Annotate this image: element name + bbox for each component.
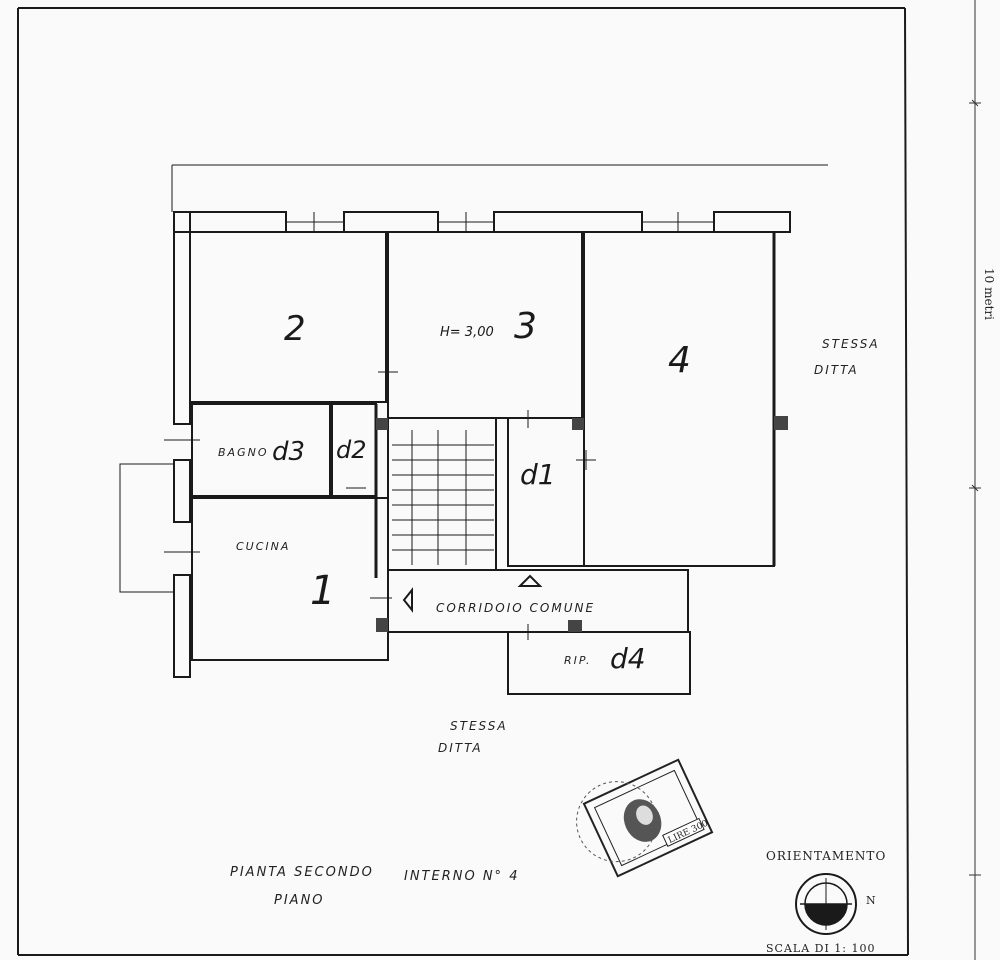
sheet-border [17, 7, 909, 956]
door-marks [346, 362, 596, 640]
neighbor-east-line1: STESSA [822, 337, 880, 351]
revenue-stamp-icon: LIRE 300 [576, 758, 714, 878]
scale-label: SCALA DI 1: 100 [766, 942, 876, 955]
corridoio-label: CORRIDOIO COMUNE [436, 601, 595, 615]
rip-label: RIP. [564, 654, 592, 667]
room-2-label: 2 [284, 309, 306, 349]
room-3-label: 3 [514, 306, 537, 347]
room-d2-label: d2 [336, 436, 367, 464]
scale-bar-label: 10 metri [982, 268, 996, 320]
scale-bar [969, 0, 981, 960]
room-d4-label: d4 [610, 642, 646, 675]
cucina-number: 1 [310, 568, 335, 614]
neighbor-east-line2: DITTA [814, 363, 859, 377]
room-d1-label: d1 [520, 458, 556, 491]
caption-line1-b: INTERNO N° 4 [404, 869, 519, 884]
room-4-label: 4 [668, 340, 691, 381]
neighbor-south-line2: DITTA [438, 741, 483, 755]
orientation-title: ORIENTAMENTO [766, 849, 886, 863]
bagno-label: BAGNO [218, 446, 268, 459]
caption-line2: PIANO [274, 893, 325, 908]
room-d3-label: d3 [272, 437, 305, 467]
stair-treads [392, 430, 494, 565]
corridor-arrows [402, 574, 543, 613]
caption-line1-a: PIANTA SECONDO [230, 865, 374, 880]
cucina-label: CUCINA [236, 540, 290, 553]
orientation-north: N [866, 894, 876, 907]
compass-icon [795, 873, 857, 935]
pillars [376, 416, 788, 632]
neighbor-south-line1: STESSA [450, 719, 508, 733]
walls [119, 164, 828, 695]
room-3-height: H= 3,00 [440, 325, 494, 340]
